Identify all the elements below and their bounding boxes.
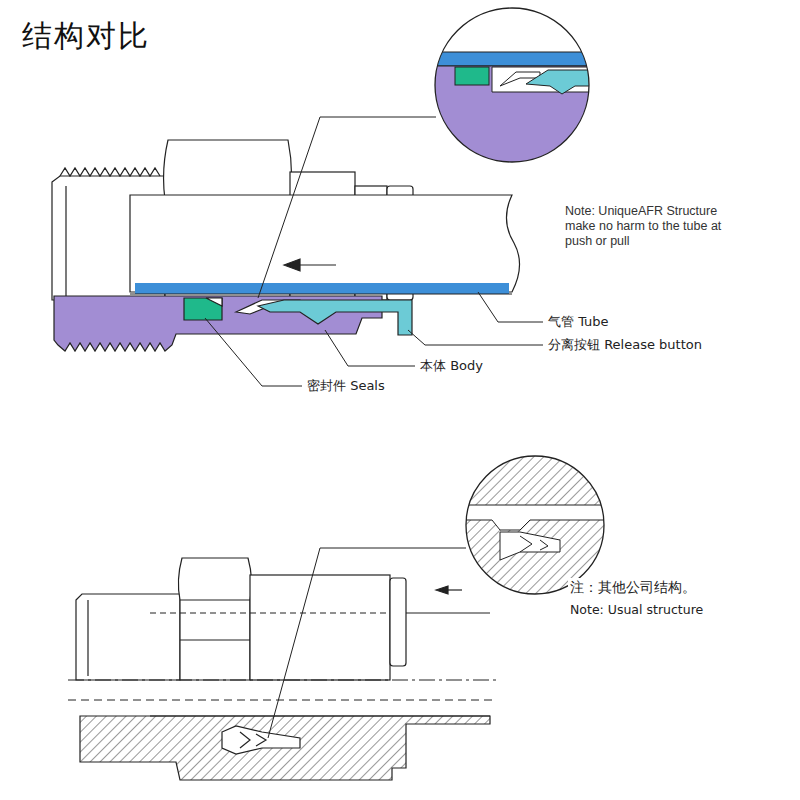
detail-tooth: [520, 536, 548, 552]
thread-block: [76, 594, 180, 680]
bore-line: [65, 186, 66, 296]
hidden-line: [68, 700, 496, 701]
body-leader: [325, 330, 415, 366]
tube-edge: [130, 293, 512, 294]
part-label: 气管 Tube: [546, 313, 611, 331]
body: [250, 575, 390, 680]
note-text: 注：其他公司结构。: [568, 578, 698, 596]
center-line: [68, 680, 496, 681]
detail-ground: [430, 5, 600, 165]
collet-tooth: [240, 732, 266, 748]
hex-flat: [180, 599, 250, 600]
tube-leader: [478, 292, 543, 322]
tube-top: [406, 612, 490, 613]
tube: [130, 195, 520, 292]
seal-leader: [205, 318, 302, 386]
detail-tube: [430, 52, 600, 66]
push-arrow-head: [436, 586, 448, 594]
magnifier-leader: [268, 548, 466, 738]
thread-teeth: [60, 168, 160, 176]
collet: [222, 726, 300, 754]
magnifier-detail: [430, 5, 600, 165]
hex-nut: [178, 558, 251, 680]
magnifier-detail: [430, 5, 600, 165]
body-section: [80, 716, 490, 780]
tube-bottom: [150, 715, 490, 716]
seal: [184, 298, 222, 320]
magnifier-ring: [466, 456, 604, 594]
detail-seal: [455, 67, 489, 85]
part-label: 密封件 Seals: [305, 377, 387, 395]
note-text: Note: Usual structure: [568, 601, 705, 619]
part-label: 本体 Body: [418, 357, 485, 375]
release-button: [258, 300, 412, 335]
usual-fitting: [68, 558, 496, 780]
tube-wall: [135, 284, 509, 294]
part-label: 分离按钮 Release button: [546, 336, 704, 354]
seal-notch: [206, 298, 222, 306]
note-text: Note: UniqueAFR Structure make no harm t…: [565, 204, 733, 249]
detail-collet: [500, 532, 560, 560]
leader-lines: [205, 117, 543, 386]
detail-body: [430, 66, 600, 165]
tube-wall: [135, 283, 509, 293]
magnifier-ring: [435, 8, 589, 162]
hex-flat: [180, 639, 250, 640]
diagram-title: 结构对比: [22, 16, 150, 57]
bore-line: [87, 600, 88, 676]
release-ring: [390, 578, 406, 666]
magnifier-leader: [258, 117, 436, 298]
leader-lines: [268, 548, 466, 738]
afr-fitting: [52, 140, 520, 351]
push-arrow-head: [284, 259, 300, 271]
push-arrow: [298, 264, 336, 265]
tube-line: [150, 612, 390, 613]
button-leader: [408, 330, 543, 345]
detail-bore: [460, 505, 610, 530]
